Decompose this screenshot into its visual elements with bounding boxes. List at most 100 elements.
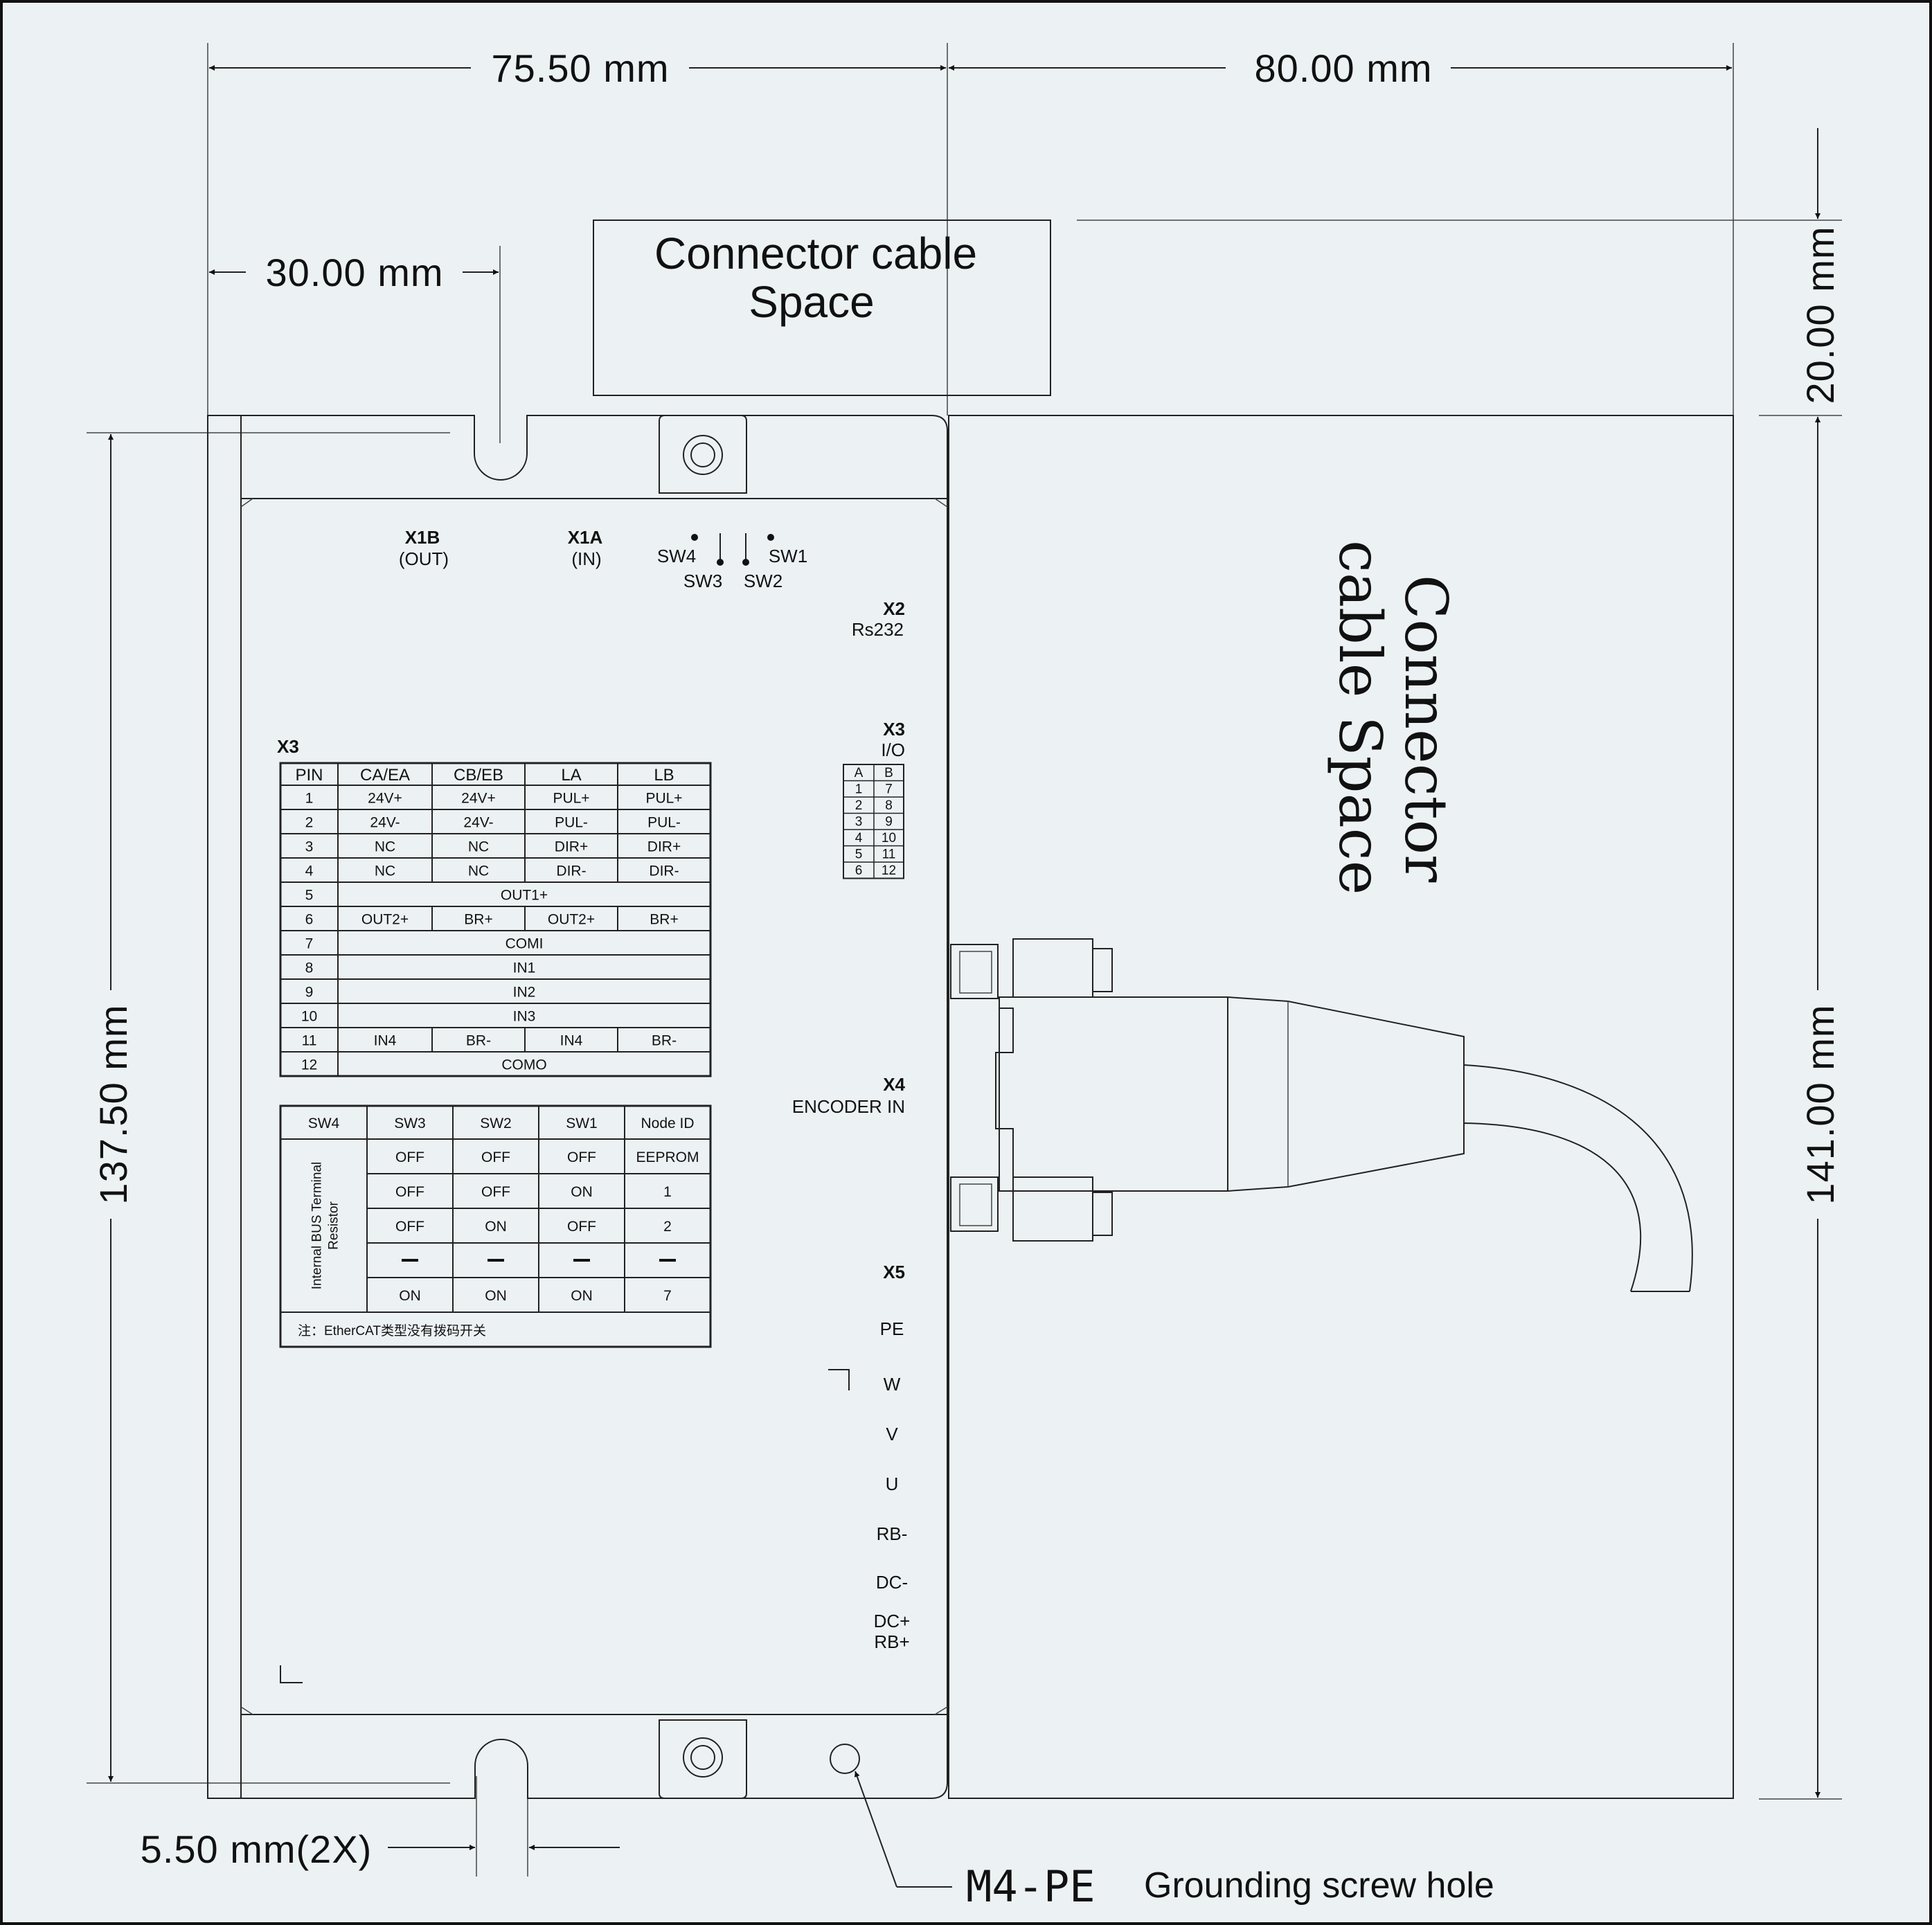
ground-leader (854, 1771, 952, 1888)
port-x4-label: X4 (883, 1074, 905, 1095)
sw-table-cell: OFF (395, 1184, 424, 1200)
mini-table-cell: 7 (885, 782, 893, 797)
port-x1b-label: X1B (405, 527, 440, 548)
sw-table-side-label: Internal BUS Terminal (310, 1162, 325, 1289)
io-table-cell: PUL+ (645, 791, 682, 807)
mini-table-cell: 6 (855, 863, 863, 878)
port-x1b-sub: (OUT) (399, 548, 449, 569)
io-table-cell: COMO (501, 1057, 546, 1073)
sw-table-cell: OFF (481, 1149, 510, 1165)
mini-table-cell: 9 (885, 815, 893, 830)
port-x2-sub: Rs232 (852, 619, 904, 640)
mini-table-cell: 4 (855, 831, 863, 845)
sw-table-cell: OFF (481, 1184, 510, 1200)
sw-table-side-label: Resistor (327, 1201, 341, 1249)
connector-space-right-line2: cable Space (1326, 540, 1394, 895)
connector-space-right-box (948, 415, 1734, 1799)
x5-terminal: DC- (876, 1572, 908, 1593)
io-table-cell: PUL- (647, 815, 681, 831)
io-table-cell: 1 (305, 791, 314, 807)
io-table-cell: 7 (305, 936, 314, 952)
io-table-cell: 24V+ (461, 791, 496, 807)
io-table-cell: DIR+ (555, 839, 588, 855)
dim-height-left: 137.50 mm (91, 1004, 135, 1204)
io-table-cell: OUT2+ (548, 912, 595, 928)
io-table-cell: 9 (305, 985, 314, 1001)
encoder-plug-drawing (950, 938, 1693, 1292)
io-table-cell: DIR+ (647, 839, 681, 855)
dip-switch-indicators (691, 533, 774, 566)
io-table-header: CA/EA (360, 766, 410, 785)
io-table-cell: IN3 (513, 1009, 536, 1025)
port-x2-label: X2 (883, 598, 905, 619)
dim-height-right: 141.00 mm (1798, 1004, 1842, 1204)
port-x1a-sub: (IN) (571, 548, 601, 569)
io-table-cell: NC (375, 863, 395, 879)
io-table-cell: OUT1+ (501, 888, 548, 904)
connector-space-top-box (593, 220, 1051, 396)
x5-terminal: RB+ (874, 1631, 909, 1652)
io-table-cell: DIR- (649, 863, 679, 879)
io-table-cell: BR- (652, 1033, 677, 1049)
mini-table-cell: 10 (882, 831, 896, 845)
sw-table-header: SW3 (394, 1116, 426, 1131)
port-x5-label: X5 (883, 1262, 905, 1282)
io-table-cell: 2 (305, 815, 314, 831)
mini-table-cell: 2 (855, 798, 863, 813)
sw-table-border (279, 1104, 712, 1348)
mini-table-cell: 12 (882, 863, 896, 878)
x5-terminal: V (886, 1424, 898, 1444)
sw3-label: SW3 (683, 571, 722, 591)
x5-terminal: PE (880, 1318, 904, 1339)
io-table-cell: BR- (466, 1033, 491, 1049)
io-table-cell: 12 (301, 1057, 317, 1073)
sw-table-note: 注：EtherCAT类型没有拨码开关 (298, 1323, 486, 1338)
io-table-cell: 11 (302, 1033, 317, 1049)
io-table-cell: OUT2+ (361, 912, 409, 928)
io-table-cell: 24V+ (368, 791, 402, 807)
sw-table-cell: OFF (395, 1149, 424, 1165)
io-table-header: LA (561, 766, 581, 785)
io-table-cell: 3 (305, 839, 314, 855)
sw-table-header: Node ID (641, 1116, 694, 1131)
sw-table-cell: OFF (567, 1219, 596, 1235)
mini-table-header: A (855, 766, 864, 780)
dim-width-right: 80.00 mm (1255, 46, 1433, 90)
x5-terminal: RB- (877, 1523, 908, 1544)
connector-space-right-line1: Connector (1392, 575, 1460, 883)
x5-terminal: W (884, 1374, 901, 1395)
mini-table-cell: 3 (855, 815, 863, 830)
sw-table-cell: OFF (395, 1219, 424, 1235)
dimension-lines (87, 43, 1842, 1877)
sw-table-cell: 2 (663, 1219, 672, 1235)
x5-terminal: U (886, 1474, 899, 1494)
io-table-cell: NC (468, 839, 489, 855)
sw4-label: SW4 (657, 546, 696, 566)
mini-table-cell: 5 (855, 848, 863, 862)
sw-table-header: SW4 (308, 1116, 340, 1131)
mini-table-cell: 11 (882, 848, 896, 862)
port-x1a-label: X1A (568, 527, 603, 548)
io-table-header: LB (654, 766, 674, 785)
io-table-cell: 4 (305, 863, 314, 879)
io-table-header: PIN (295, 766, 323, 785)
io-table-cell: 5 (305, 888, 314, 904)
io-table-cell: IN2 (513, 985, 536, 1001)
sw1-label: SW1 (769, 546, 807, 566)
ground-code: M4-PE (966, 1861, 1095, 1912)
dim-width-left: 75.50 mm (492, 46, 670, 90)
connector-space-top-line1: Connector cable (654, 229, 977, 278)
io-table-cell: IN1 (513, 960, 536, 976)
mini-table-header: B (884, 766, 893, 780)
io-table-cell: 8 (305, 960, 314, 976)
io-table-cell: 6 (305, 912, 314, 928)
port-x3-sub: I/O (881, 740, 905, 760)
io-table-cell: PUL+ (553, 791, 589, 807)
sw-table-cell: ON (571, 1184, 593, 1200)
connector-space-top-line2: Space (749, 277, 874, 327)
sw-table-cell: 7 (663, 1288, 672, 1304)
